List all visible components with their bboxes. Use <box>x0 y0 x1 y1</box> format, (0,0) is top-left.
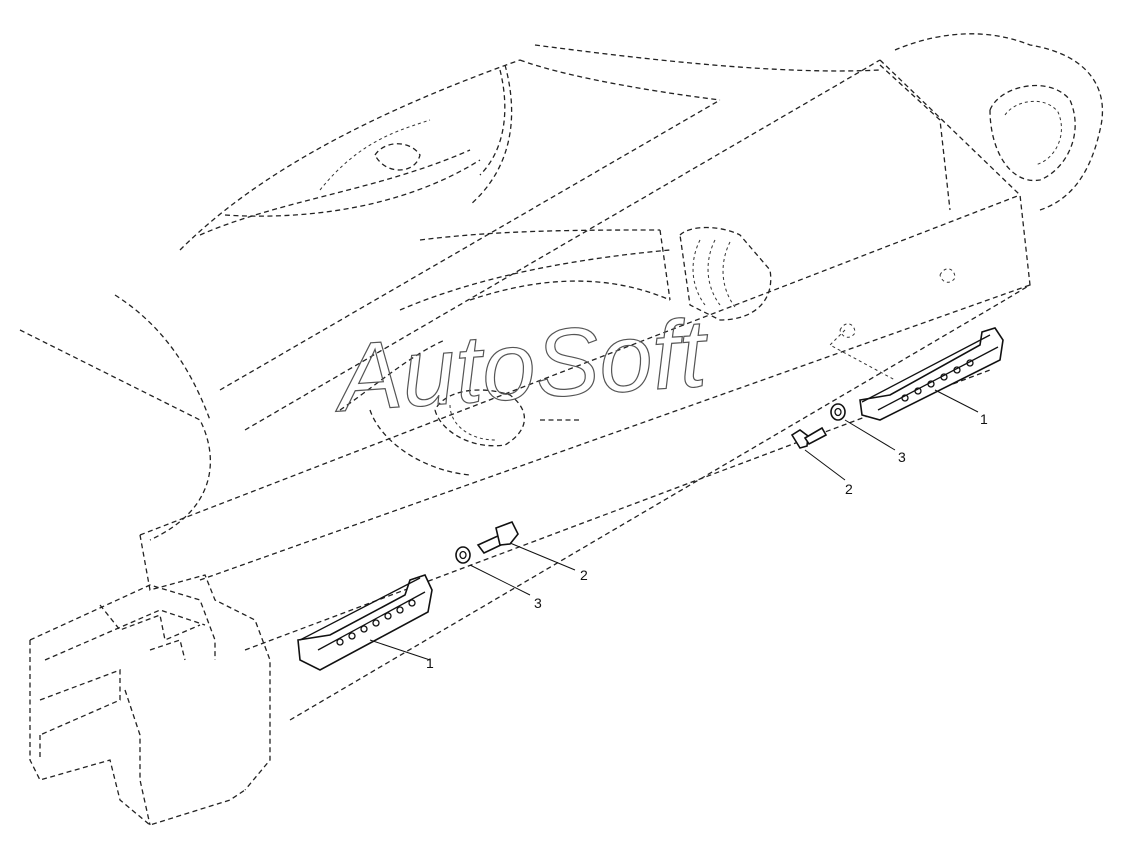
boom-outline <box>19 33 1104 826</box>
lower-bracket-part <box>297 574 433 671</box>
lower-bracket-teeth <box>336 599 416 646</box>
callout-3-upper: 3 <box>898 449 906 465</box>
callout-3-lower: 3 <box>534 595 542 611</box>
callout-2-lower: 2 <box>580 567 588 583</box>
upper-bracket-part <box>859 327 1004 421</box>
upper-bracket-teeth <box>901 359 974 402</box>
callout-2-upper: 2 <box>845 481 853 497</box>
callout-1-upper: 1 <box>980 411 988 427</box>
reference-marks <box>839 268 956 338</box>
upper-bolt-part <box>790 426 828 449</box>
leader-lines <box>369 389 979 661</box>
watermark-logo: AutoSoft <box>329 299 712 432</box>
upper-washer-part <box>830 403 846 421</box>
callout-1-lower: 1 <box>426 655 434 671</box>
lower-washer-part <box>455 546 471 564</box>
lower-bolt-part <box>476 520 519 555</box>
